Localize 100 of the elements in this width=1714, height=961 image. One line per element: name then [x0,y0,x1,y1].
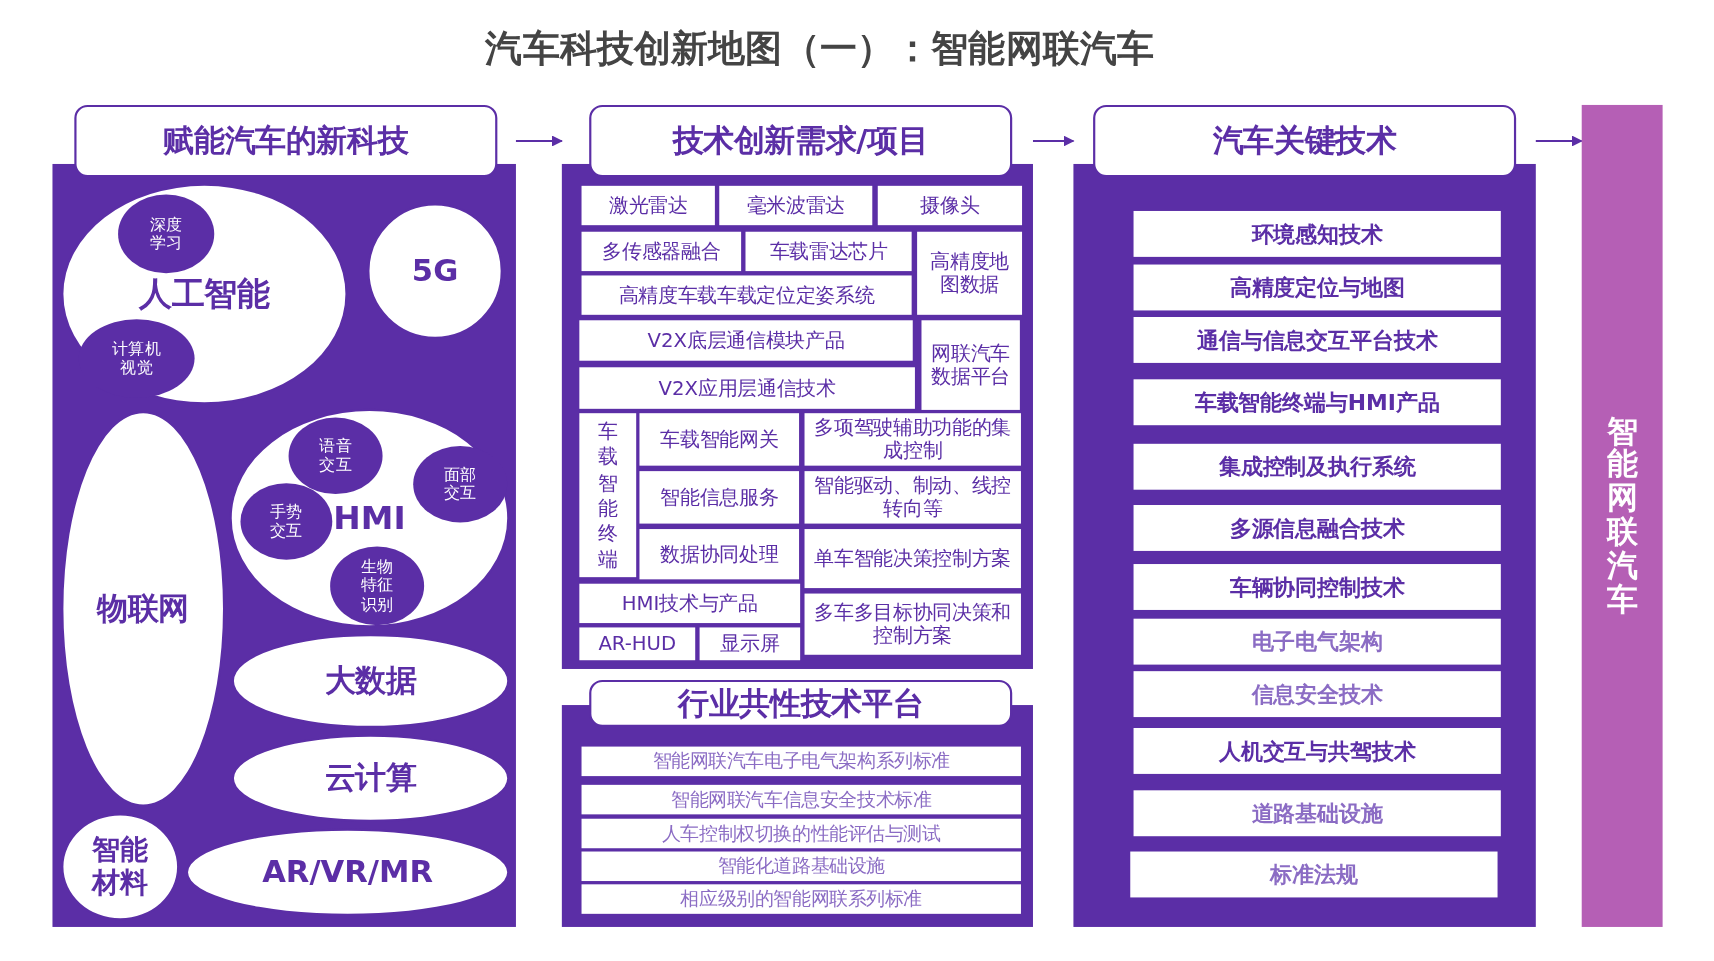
technology-card [1133,379,1501,426]
node-label: 车载智能终端与HMI产品 [1194,389,1440,415]
node-label: 网联汽车数据平台 [930,342,1011,388]
node-label: 深度学习 [148,215,184,253]
standard-card [581,784,1021,815]
panel-header: 汽车关键技术 [1093,104,1517,178]
technology-card [1133,505,1501,551]
node-label: V2X应用层通信技术 [658,376,836,400]
arrow [515,135,563,147]
node-label: 智能驱动、制动、线控转向等 [813,474,1013,520]
node-label: 车辆协同控制技术 [1229,574,1405,600]
technology-card [1133,210,1501,257]
node-label: 智能网联汽车电子电气架构系列标准 [652,750,950,772]
node-label: 生物特征识别 [359,557,395,615]
node-label: 人机交互与共驾技术 [1218,738,1416,764]
node-label: 智能信息服务 [660,486,779,509]
item-card [581,231,742,272]
node-label: 电子电气架构 [1251,629,1383,655]
node-label: 集成控制及执行系统 [1218,454,1416,480]
node-label: 数据协同处理 [660,542,779,566]
category-panel [1073,104,1536,927]
item-card [921,320,1020,410]
item-card [804,593,1021,655]
node-label: 单车智能决策控制方案 [814,547,1012,570]
node-label: 多项驾驶辅助功能的集成控制 [813,416,1013,463]
node-label: AR/VR/MR [262,854,434,890]
result-bar [1581,104,1663,927]
node-label: 高精度定位与地图 [1229,274,1405,301]
node-label: AR-HUD [598,632,677,656]
item-card [639,529,800,580]
item-card [579,583,801,624]
node-label: 标准法规 [1270,861,1358,888]
item-card [877,185,1023,226]
technology-card [1133,790,1501,837]
item-card [579,320,913,361]
node-label: 车载智能网关 [660,428,779,451]
item-card [579,413,637,578]
node-label: 道路基础设施 [1251,800,1383,826]
item-card [579,627,696,661]
category-panel [561,679,1033,927]
node-label: 多车多目标协同决策和控制方案 [813,601,1013,647]
panel-header: 技术创新需求/项目 [589,104,1013,178]
technology-card [1133,264,1501,311]
item-card [804,413,1021,466]
node-label: 智能材料 [90,834,150,900]
node-label: 摄像头 [920,194,980,217]
node-label: 毫米波雷达 [746,194,845,217]
node-label: 通信与信息交互平台技术 [1196,327,1438,353]
item-card [581,185,715,226]
node-label: HMI技术与产品 [621,592,758,615]
node-label: 相应级别的智能网联系列标准 [680,888,923,910]
node-label: 语音交互 [318,436,353,475]
node-label: 激光雷达 [608,194,688,217]
category-panel [561,104,1033,669]
node-label: 智能网联汽车信息安全技术标准 [671,788,932,811]
node-label: 高精度地图数据 [929,250,1010,296]
panel-header: 赋能汽车的新科技 [74,104,498,178]
standard-card [581,884,1021,914]
standard-card [581,818,1021,849]
node-label: 信息安全技术 [1251,681,1383,707]
item-card [745,231,912,272]
standard-card [581,851,1021,882]
arrow [1535,135,1583,147]
node-label: 云计算 [324,760,417,796]
technology-card [1133,564,1501,610]
arrow [1033,135,1075,147]
node-label: 多传感器融合 [602,240,721,263]
technology-card [1133,443,1501,490]
node-label: 智能网联汽车 [1606,414,1638,617]
node-label: 面部交互 [442,465,478,504]
standard-card [581,746,1021,777]
node-label: V2X底层通信模块产品 [647,329,845,352]
node-label: 计算机视觉 [111,339,163,378]
item-card [804,529,1021,589]
node-label: HMI [333,499,406,537]
item-card [639,471,800,524]
node-label: 人车控制权切换的性能评估与测试 [661,822,941,845]
node-label: 手势交互 [269,502,304,541]
item-card [639,413,800,466]
item-card [804,471,1021,524]
node-label: 5G [411,253,459,289]
item-card [699,627,801,661]
node-label: 车载智能终端 [597,418,618,572]
node-label: 高精度车载车载定位定姿系统 [618,283,875,307]
technology-card [1133,317,1501,363]
technology-card [1133,671,1501,718]
technology-card [1133,728,1501,774]
node-label: 车载雷达芯片 [769,240,888,263]
item-card [581,275,912,315]
category-panel [52,104,516,927]
diagram-title: 汽车科技创新地图（一）：智能网联汽车 [484,25,1156,72]
node-label: 智能化道路基础设施 [717,855,885,877]
item-card [719,185,873,226]
node-label: 人工智能 [138,275,270,313]
technology-card [1130,851,1498,898]
node-label: 显示屏 [720,632,780,656]
node-label: 环境感知技术 [1251,221,1383,247]
panel-header: 行业共性技术平台 [589,679,1013,727]
technology-card [1133,618,1501,665]
item-card [579,367,915,409]
